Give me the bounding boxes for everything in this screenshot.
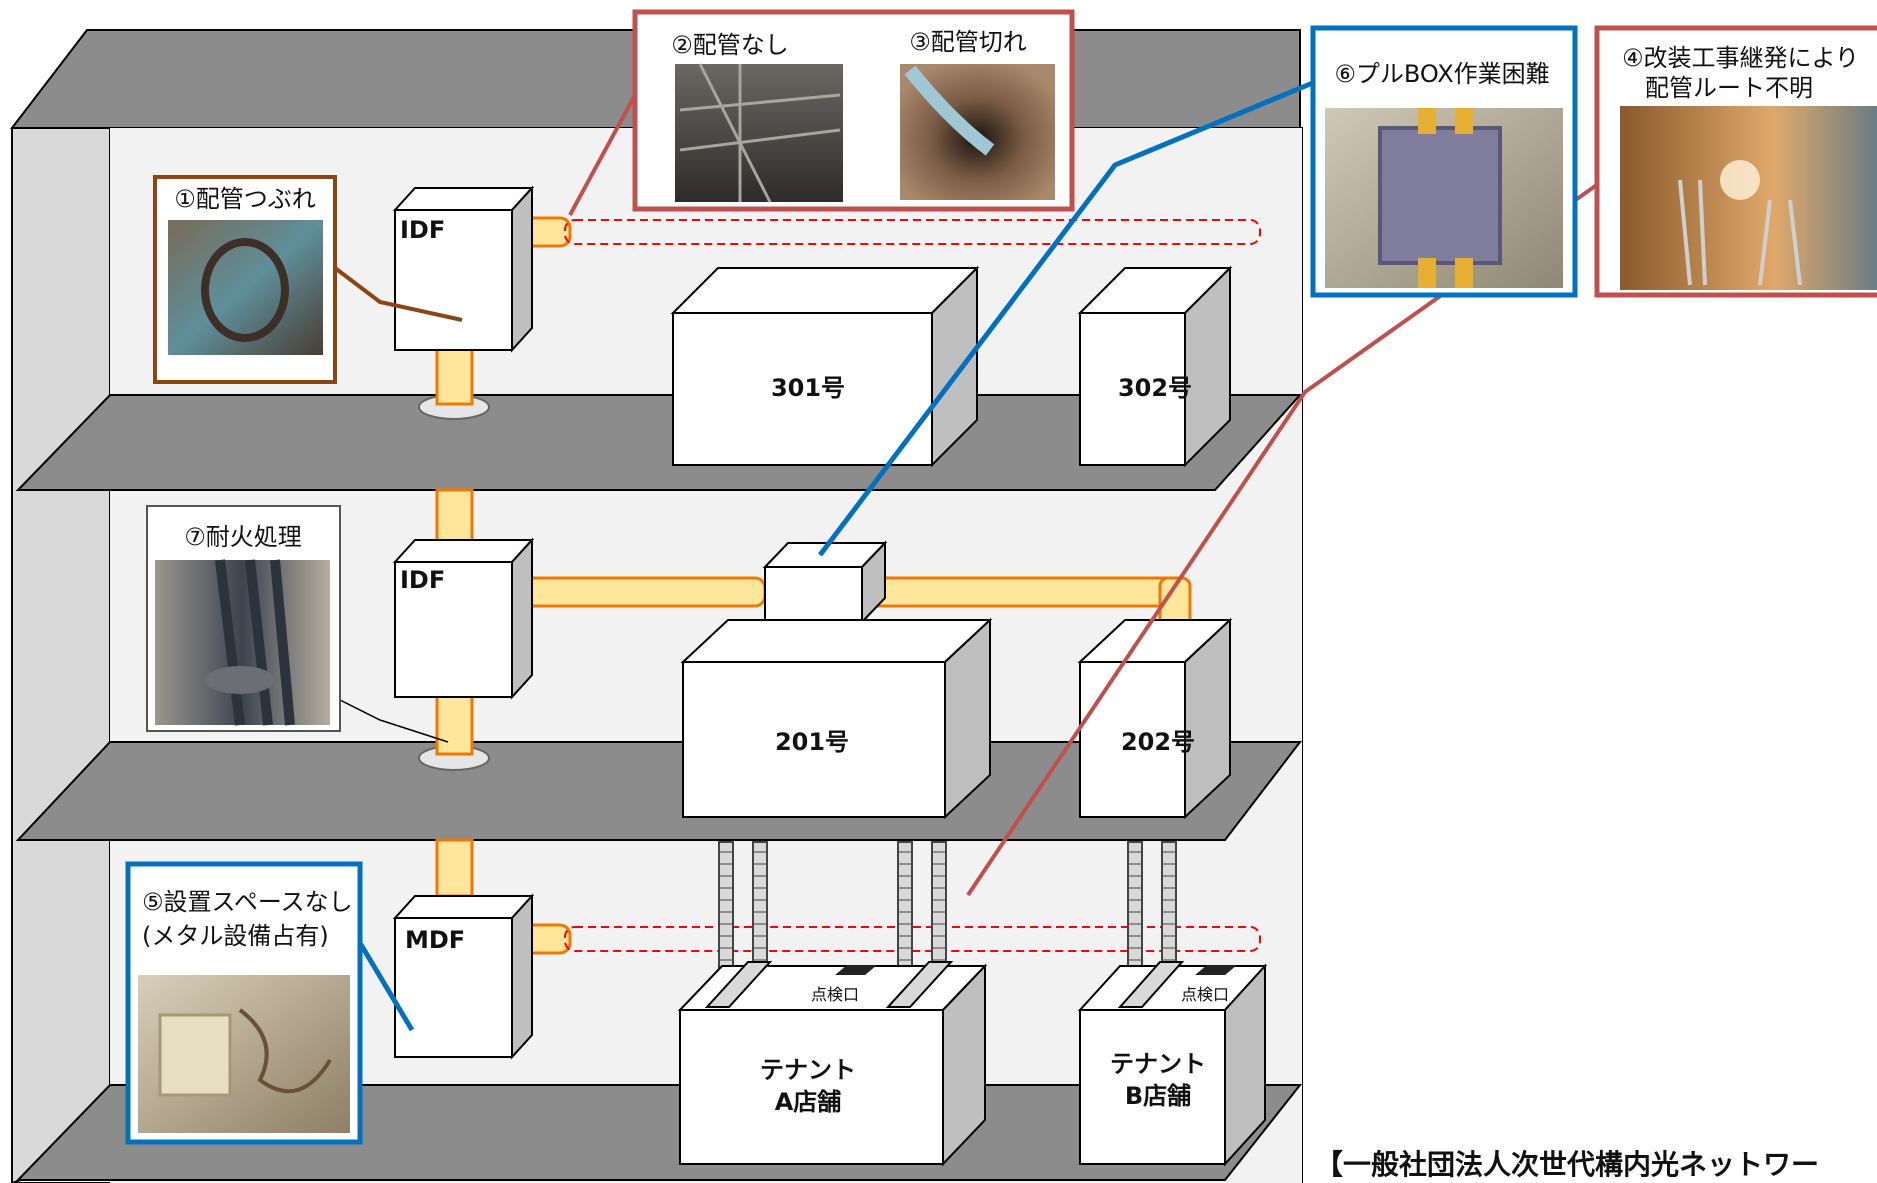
leader-line-2-3 bbox=[568, 94, 637, 216]
pipe-3f-missing bbox=[564, 219, 1261, 245]
callout-4-line1: ④改装工事継発により bbox=[1622, 44, 1859, 72]
room-201: 201号 bbox=[680, 617, 993, 820]
inspection-hatch-b bbox=[1195, 965, 1237, 975]
mdf-cabinet-1f: MDF bbox=[392, 893, 535, 1060]
room-201-label: 201号 bbox=[775, 728, 849, 756]
inspection-port-b-label: 点検口 bbox=[1181, 985, 1229, 1004]
tenant-b: 点検口 テナント B店舗 bbox=[1077, 961, 1268, 1167]
idf-2f-label: IDF bbox=[400, 566, 445, 594]
callout-6-label: ⑥プルBOX作業困難 bbox=[1334, 60, 1549, 88]
left-side-wall bbox=[11, 127, 111, 1183]
callout-7-fireproofing: ⑦耐火処理 bbox=[146, 505, 341, 732]
idf-cabinet-2f: IDF bbox=[392, 537, 535, 700]
callout-3-label: ③配管切れ bbox=[909, 28, 1027, 56]
organization-credit: 【一般社団法人次世代構内光ネットワー bbox=[1315, 1148, 1819, 1181]
leader-line-7 bbox=[339, 699, 449, 743]
tenant-a-line2: A店舗 bbox=[775, 1088, 842, 1116]
pipe-2f-pullbox-to-202 bbox=[858, 576, 1187, 608]
idf-3f-label: IDF bbox=[400, 216, 445, 244]
callout-7-label: ⑦耐火処理 bbox=[184, 523, 302, 551]
leader-line-1 bbox=[333, 266, 463, 322]
tenant-a: 点検口 テナント A店舗 bbox=[677, 961, 988, 1167]
callout-4-line2: 配管ルート不明 bbox=[1645, 74, 1813, 102]
inspection-port-a-label: 点検口 bbox=[811, 985, 859, 1004]
tenant-a-line1: テナント bbox=[760, 1056, 856, 1084]
callout-4-route-unknown: ④改装工事継発により 配管ルート不明 bbox=[1594, 25, 1877, 298]
callout-6-pullbox-difficult: ⑥プルBOX作業困難 bbox=[1310, 25, 1578, 298]
callout-5-line2: (メタル設備占有) bbox=[142, 922, 329, 950]
tenant-b-line2: B店舗 bbox=[1125, 1082, 1191, 1110]
callout-5-no-space: ⑤設置スペースなし (メタル設備占有) bbox=[125, 861, 363, 1145]
callout-5-line1: ⑤設置スペースなし bbox=[142, 888, 353, 916]
room-301-label: 301号 bbox=[771, 374, 845, 402]
callout-2-3-group: ②配管なし ③配管切れ bbox=[632, 9, 1075, 212]
photo-fireproofing bbox=[155, 560, 330, 725]
room-302: 302号 bbox=[1077, 265, 1233, 468]
leader-line-5 bbox=[357, 941, 415, 1032]
pipe-2f-idf-to-pullbox bbox=[513, 576, 767, 608]
room-302-label: 302号 bbox=[1118, 374, 1192, 402]
pull-box bbox=[762, 540, 888, 625]
inspection-hatch-a bbox=[835, 965, 877, 975]
room-202-label: 202号 bbox=[1121, 728, 1195, 756]
room-301: 301号 bbox=[670, 265, 980, 468]
mdf-1f-label: MDF bbox=[405, 926, 465, 954]
callout-2-label: ②配管なし bbox=[671, 31, 789, 59]
callout-1-pipe-crushed: ①配管つぶれ bbox=[153, 175, 337, 384]
tenant-b-line1: テナント bbox=[1110, 1050, 1206, 1078]
room-202: 202号 bbox=[1077, 617, 1233, 820]
idf-cabinet-3f: IDF bbox=[392, 185, 535, 353]
callout-1-label: ①配管つぶれ bbox=[174, 185, 316, 213]
leader-line-6 bbox=[818, 79, 1316, 557]
